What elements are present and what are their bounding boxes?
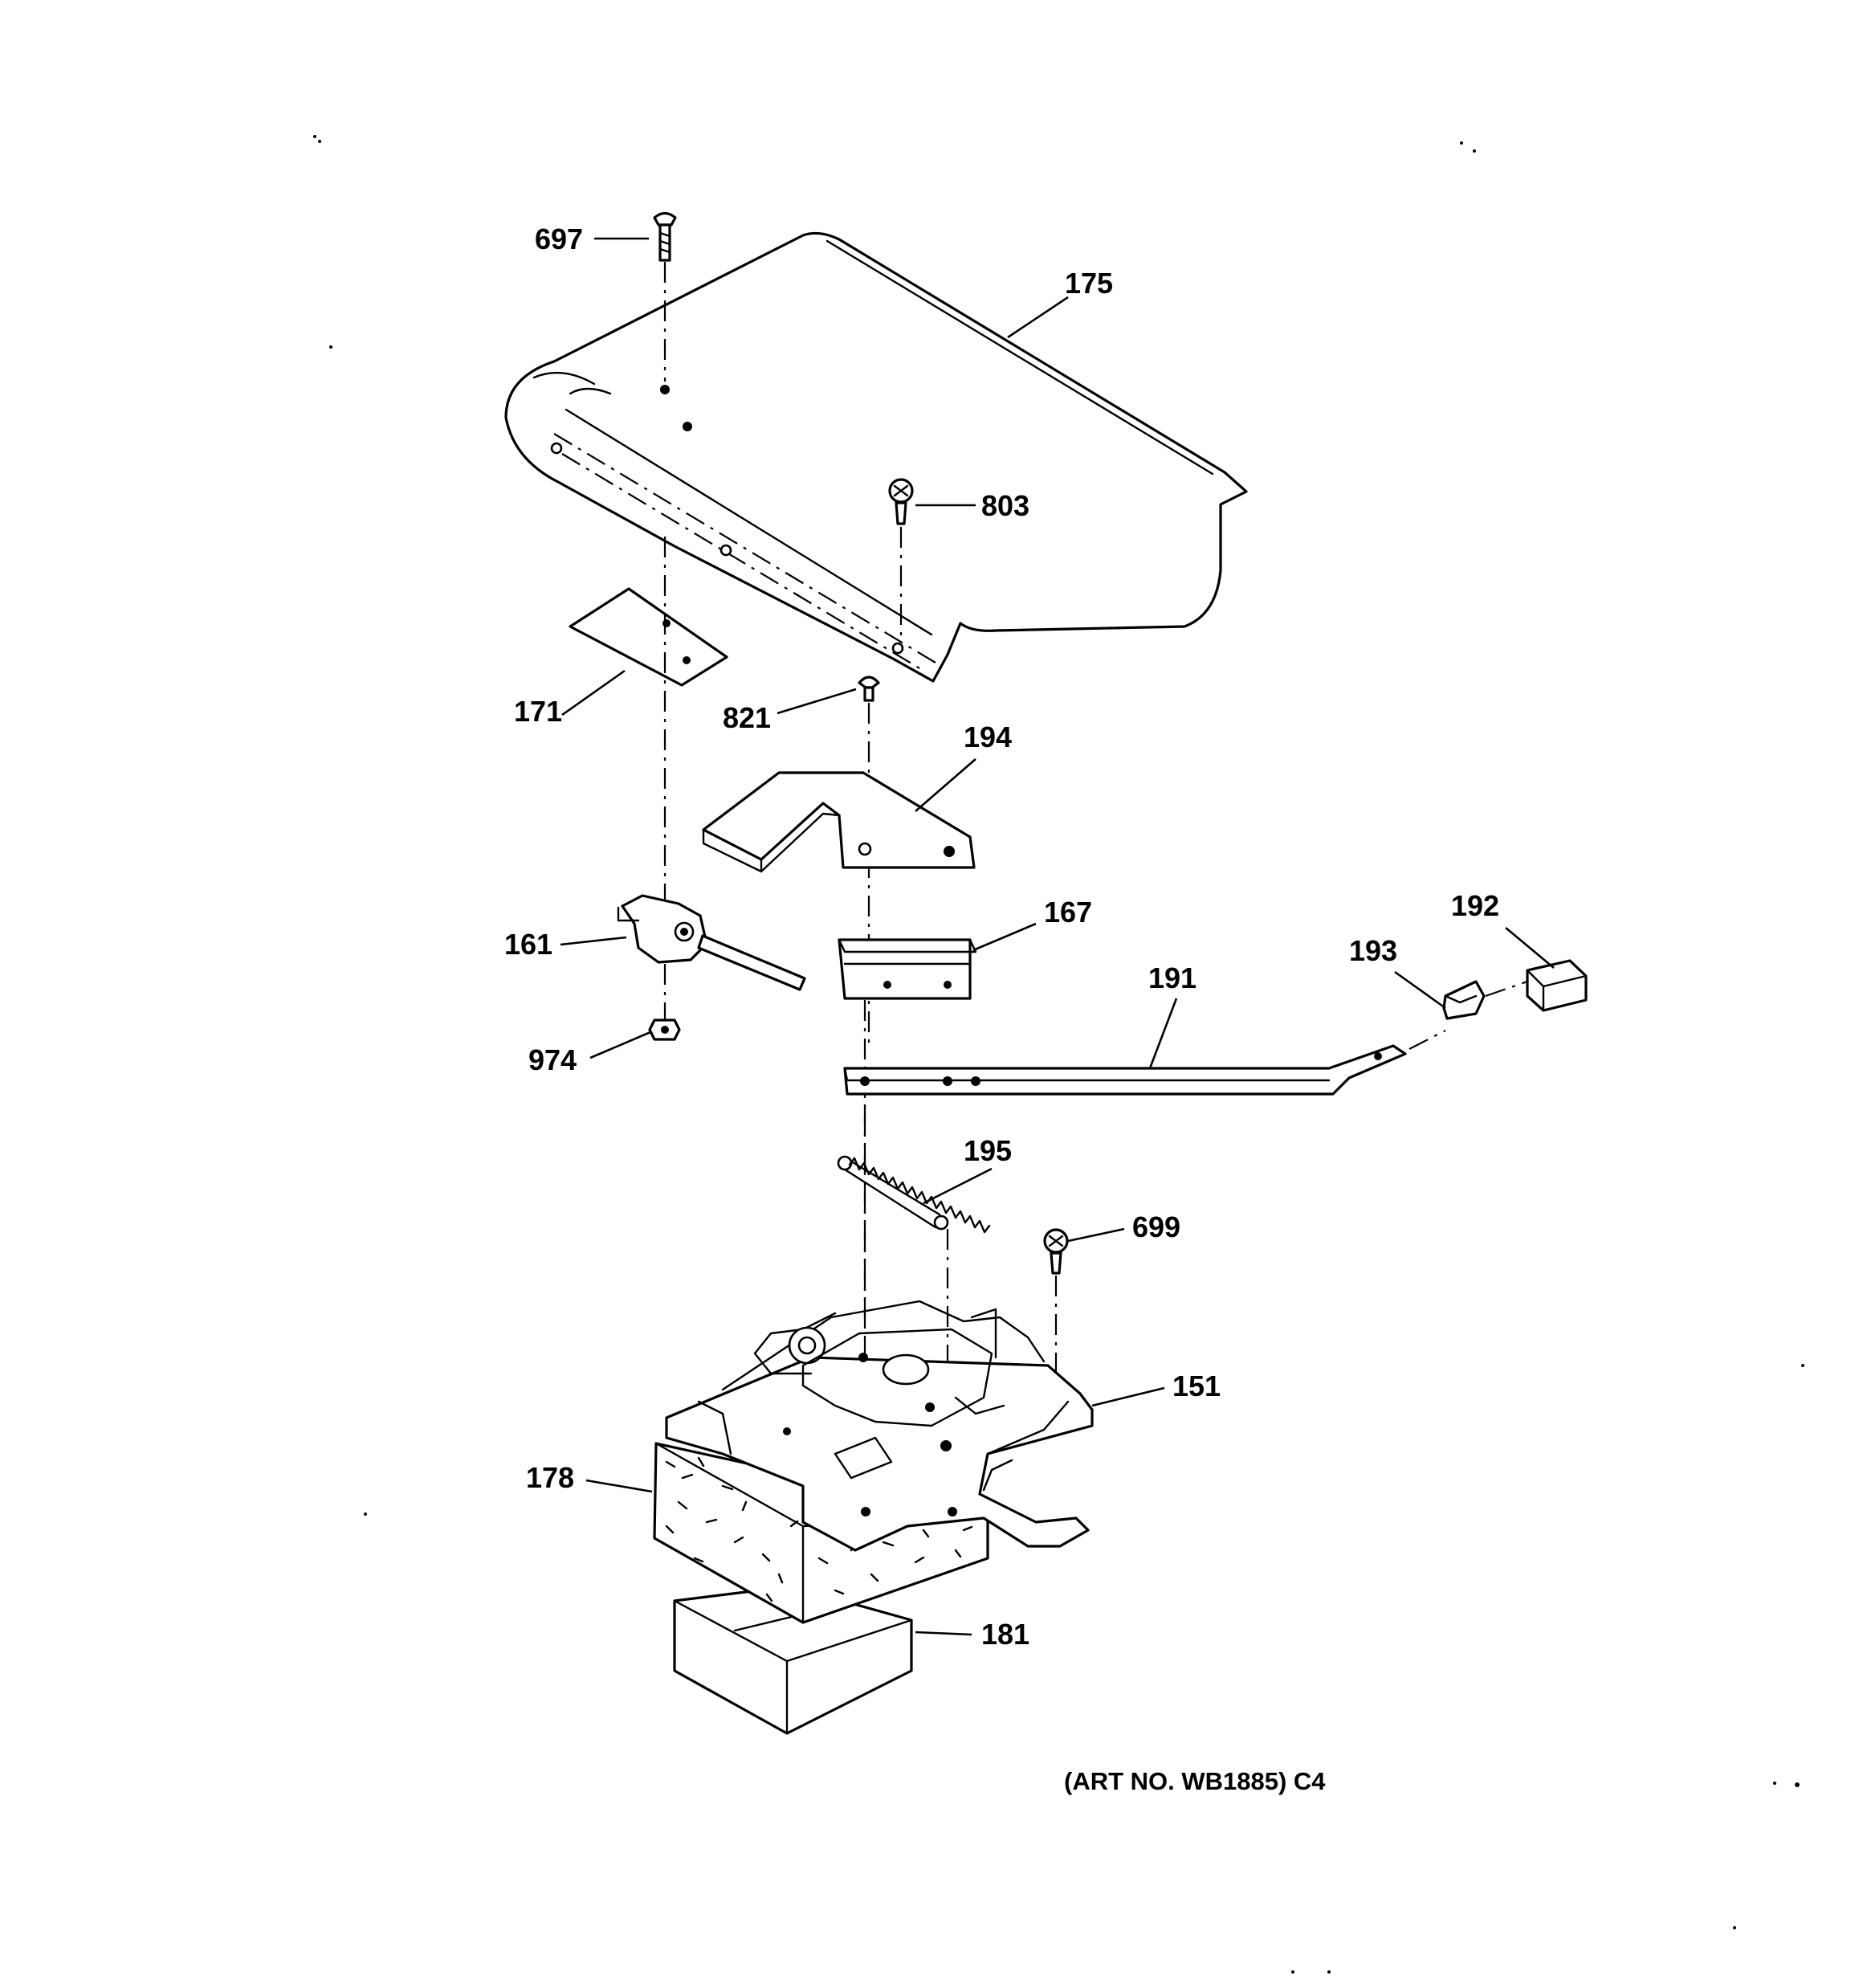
leader-lines	[560, 237, 1555, 1636]
callout-192: 192	[1451, 889, 1499, 922]
insulation-pad-171	[569, 587, 728, 687]
callout-699: 699	[1132, 1210, 1180, 1243]
callout-193: 193	[1349, 934, 1397, 967]
callout-821: 821	[723, 701, 771, 734]
axis-line-195	[863, 1104, 949, 1446]
callout-178: 178	[526, 1461, 574, 1494]
screw-697	[653, 211, 677, 262]
callout-803: 803	[981, 489, 1029, 522]
callout-175: 175	[1065, 267, 1113, 300]
latch-mechanism-151	[665, 1300, 1094, 1552]
insulation-box-181	[673, 1585, 913, 1735]
spring-195	[837, 1155, 991, 1234]
screw-803	[888, 478, 914, 525]
latch-rod-191	[843, 1044, 1407, 1096]
callout-194: 194	[964, 720, 1012, 753]
callout-151: 151	[1172, 1370, 1221, 1402]
callout-974: 974	[528, 1043, 577, 1076]
callout-171: 171	[514, 695, 562, 728]
callout-labels: 697 175 803 171 821 194 167 161 192 193 …	[504, 222, 1499, 1651]
axis-line-191-192	[1408, 980, 1528, 1050]
screw-821	[858, 676, 880, 702]
top-cover-panel-175	[504, 231, 1248, 683]
bracket-194	[702, 771, 976, 873]
callout-181: 181	[981, 1618, 1029, 1651]
nut-974	[648, 1018, 681, 1041]
knob-end-192	[1526, 959, 1588, 1012]
callout-195: 195	[964, 1134, 1012, 1167]
art-number-caption: (ART NO. WB1885) C4	[1064, 1767, 1326, 1795]
callout-161: 161	[504, 928, 552, 961]
callout-167: 167	[1044, 896, 1092, 929]
clip-193	[1442, 980, 1486, 1020]
mounting-block-167	[838, 938, 977, 1000]
scan-specks	[313, 135, 1804, 1974]
screw-699	[1043, 1228, 1069, 1275]
switch-161	[617, 894, 806, 991]
callout-697: 697	[535, 222, 583, 255]
callout-191: 191	[1148, 961, 1196, 994]
